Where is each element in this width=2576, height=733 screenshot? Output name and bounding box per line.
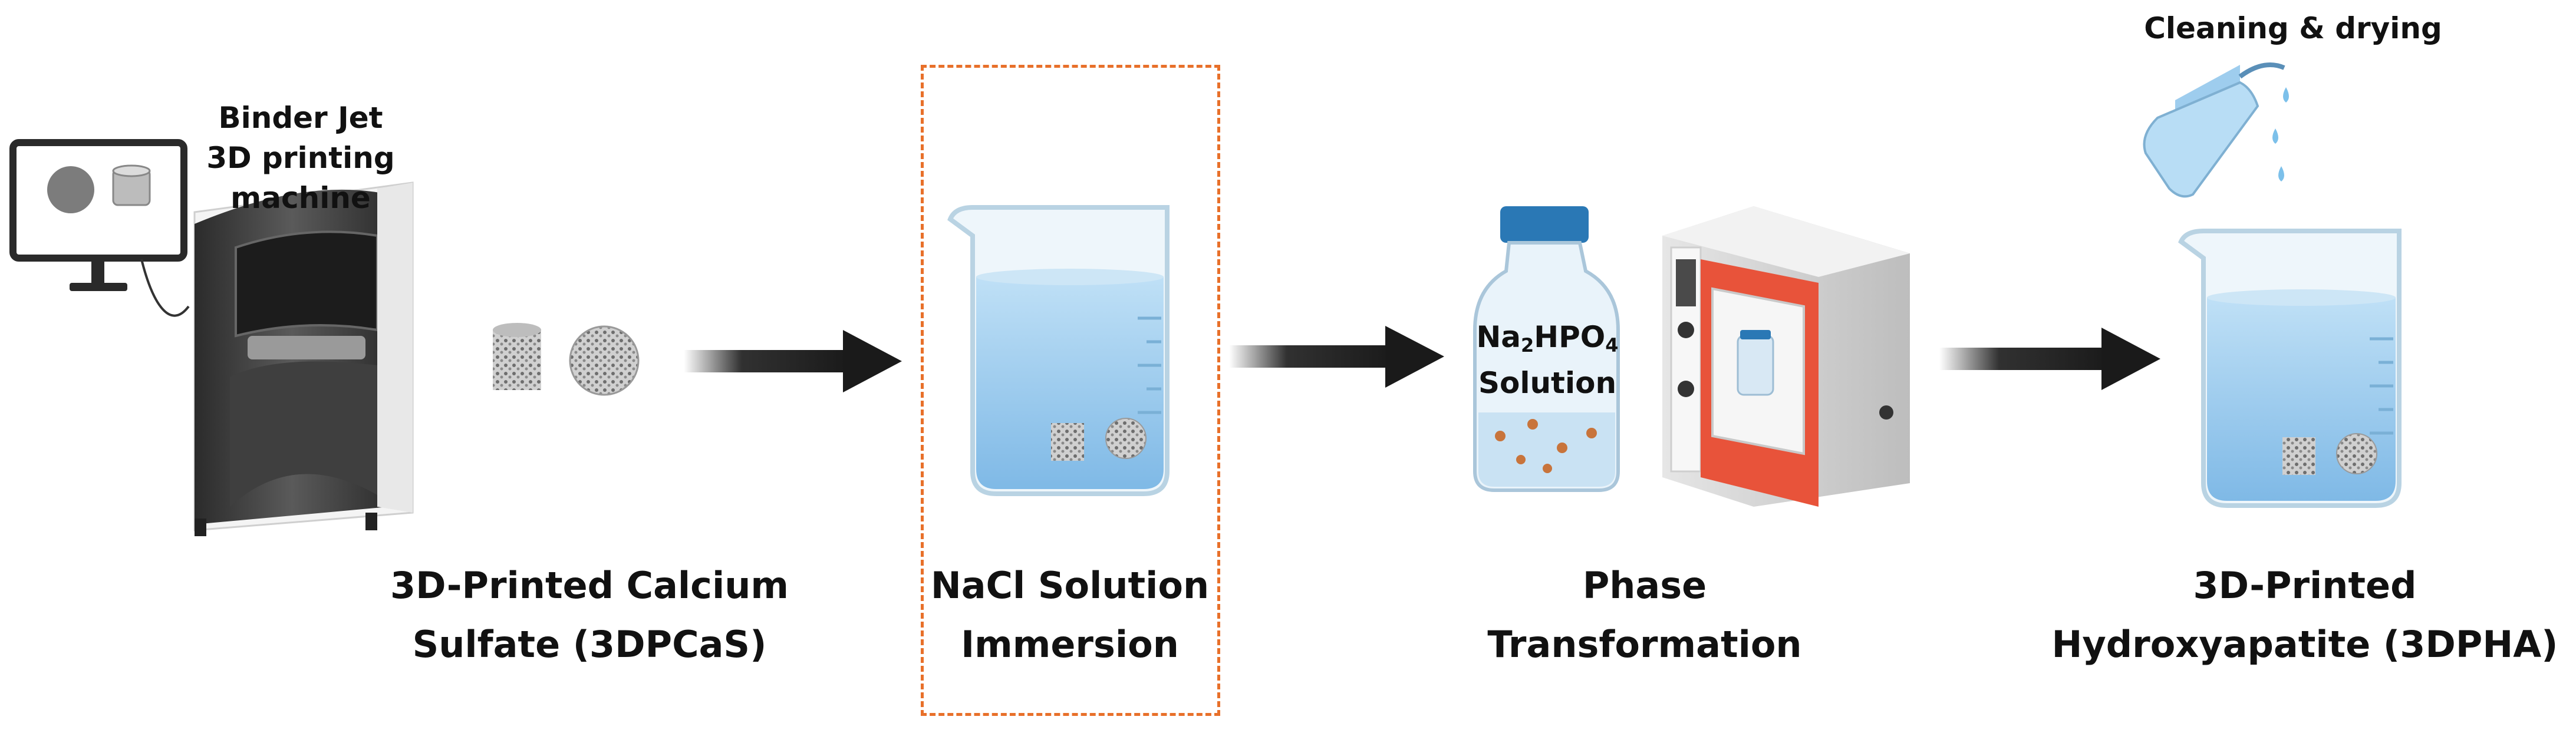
step-label-line2: Immersion bbox=[961, 623, 1179, 666]
step-label-line1: Phase bbox=[1582, 564, 1707, 607]
step-label-line1: 3D-Printed Calcium bbox=[390, 564, 789, 607]
step-label-hydroxyapatite: 3D-Printed Hydroxyapatite (3DPHA) bbox=[2040, 556, 2570, 674]
monitor-icon bbox=[9, 139, 190, 317]
bottle-label-line2: Solution bbox=[1478, 366, 1617, 400]
step-label-phase-transformation: Phase Transformation bbox=[1415, 556, 1875, 674]
machine-label: Binder Jet 3D printing machine bbox=[147, 98, 454, 218]
beaker-icon bbox=[947, 205, 1170, 496]
reagent-bottle-icon bbox=[1473, 206, 1620, 492]
step-label-line1: 3D-Printed bbox=[2193, 564, 2417, 607]
step-label-line1: NaCl Solution bbox=[930, 564, 1210, 607]
binder-jet-printer-icon bbox=[193, 181, 414, 536]
drying-oven-icon bbox=[1662, 206, 1910, 507]
machine-label-line2: 3D printing machine bbox=[206, 141, 395, 215]
bottle-formula: Na2HPO4 bbox=[1476, 320, 1619, 356]
arrow-icon bbox=[684, 330, 902, 392]
step-label-line2: Transformation bbox=[1487, 623, 1802, 666]
step-label-calcium-sulfate: 3D-Printed Calcium Sulfate (3DPCaS) bbox=[330, 556, 849, 674]
arrow-icon bbox=[1229, 326, 1444, 388]
step-label-nacl-immersion: NaCl Solution Immersion bbox=[896, 556, 1244, 674]
arrow-icon bbox=[1939, 328, 2160, 390]
nacl-step-highlight-box bbox=[921, 65, 1220, 716]
step-label-line2: Sulfate (3DPCaS) bbox=[412, 623, 767, 666]
machine-label-line1: Binder Jet bbox=[218, 101, 383, 135]
wash-bottle-icon bbox=[2143, 62, 2289, 198]
printed-scaffolds-icon bbox=[493, 323, 640, 396]
beaker-icon bbox=[2178, 229, 2402, 508]
step-label-line2: Hydroxyapatite (3DPHA) bbox=[2051, 623, 2558, 666]
cleaning-label: Cleaning & drying bbox=[2144, 11, 2442, 45]
bottle-label: Na2HPO4 Solution bbox=[1468, 318, 1627, 402]
